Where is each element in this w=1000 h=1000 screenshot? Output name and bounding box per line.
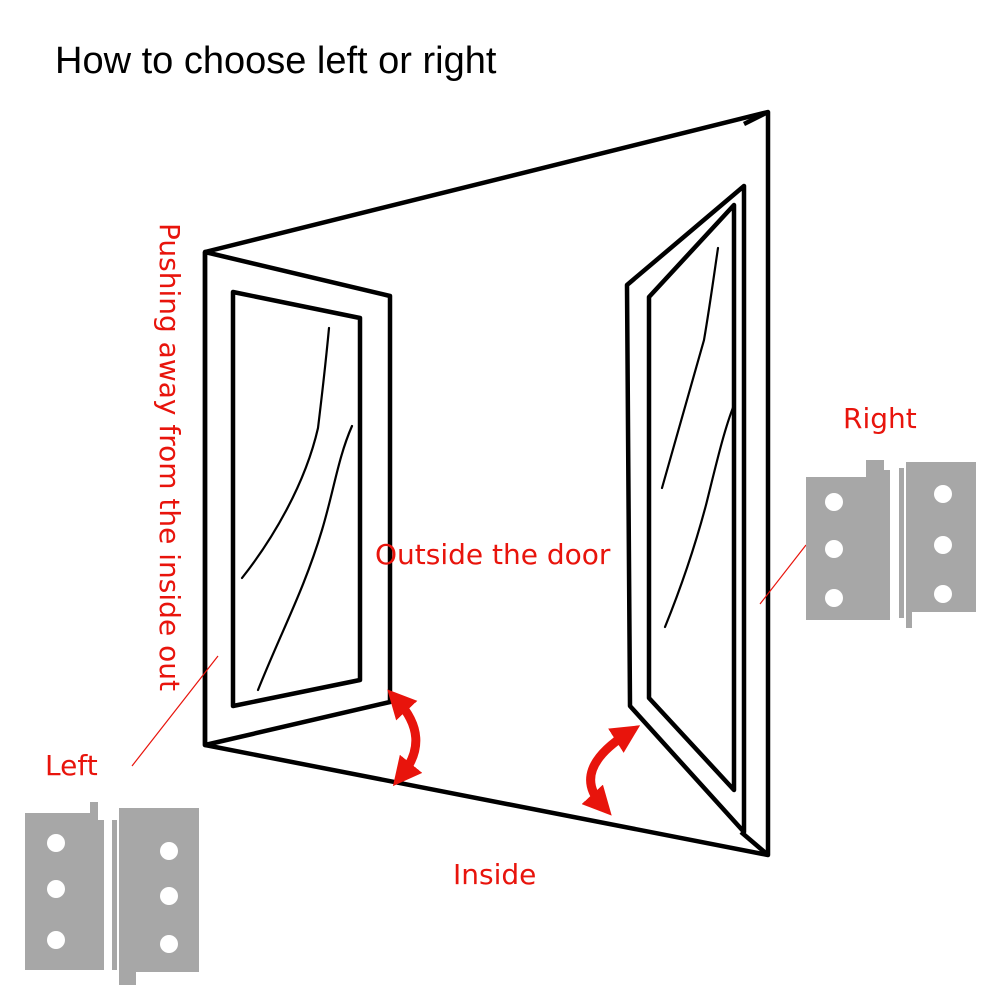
page-title: How to choose left or right [55, 40, 497, 82]
right-window-glass-reflection [660, 246, 736, 629]
left-label: Left [45, 749, 98, 782]
left-pointer-line [131, 655, 219, 767]
door-frame [202, 109, 771, 858]
right-pointer-line [759, 544, 807, 605]
outside-label: Outside the door [375, 538, 611, 571]
right-hinge-icon [806, 460, 976, 628]
left-window-panel [202, 249, 393, 748]
right-window-panel [624, 183, 747, 835]
left-hinge-icon [25, 802, 199, 985]
left-swing-arrow [387, 689, 423, 787]
right-swing-arrow [581, 725, 641, 816]
right-label: Right [843, 402, 917, 435]
inside-label: Inside [453, 858, 536, 891]
left-window-glass-reflection [240, 326, 354, 692]
vertical-label: Pushing away from the inside out [153, 223, 186, 691]
